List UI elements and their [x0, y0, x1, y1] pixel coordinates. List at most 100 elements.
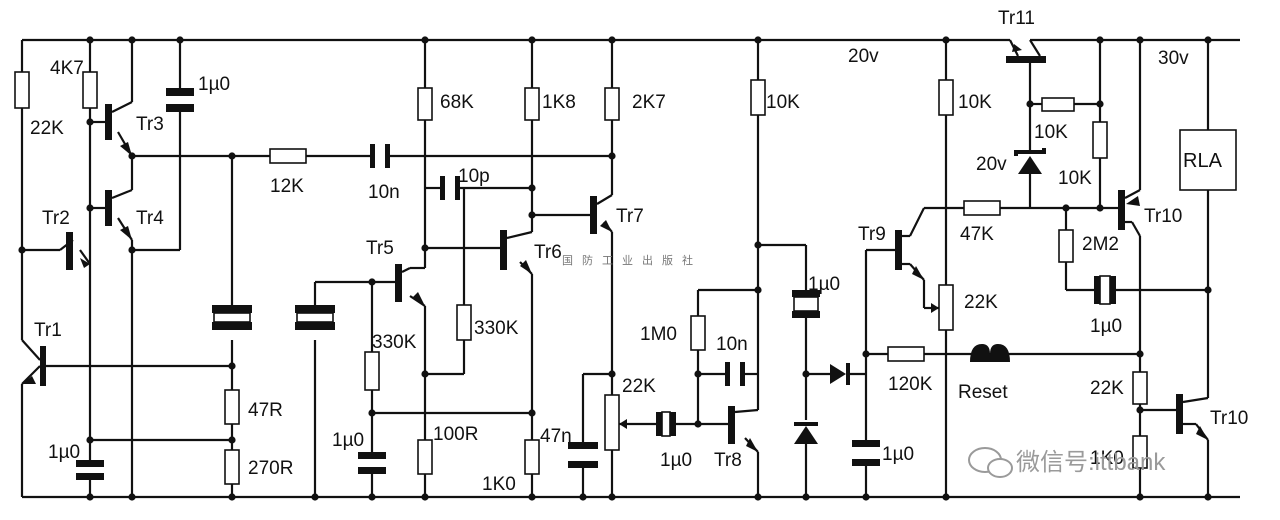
label-r-2m2: 2M2	[1082, 234, 1119, 255]
label-r-22k-b: 22K	[964, 292, 998, 313]
label-r-22k-c: 22K	[1090, 378, 1124, 399]
reset-switch[interactable]	[970, 344, 1010, 362]
potentiometer-wipers	[619, 300, 939, 429]
label-c-10n-a: 10n	[368, 182, 400, 203]
resistor-1k8	[524, 87, 540, 121]
resistor-2m2	[1058, 229, 1074, 263]
transistor-tr1	[40, 346, 46, 386]
transistor-tr6	[500, 230, 507, 270]
label-r-270r: 270R	[248, 458, 293, 479]
label-r-330k-b: 330K	[372, 332, 417, 353]
resistor-100r	[417, 439, 433, 475]
label-tr1: Tr1	[34, 320, 62, 341]
resistor-1k0-b	[1132, 435, 1148, 469]
watermark-publisher: 国防工业出版社	[562, 253, 702, 267]
label-r-68k: 68K	[440, 92, 474, 113]
resistor-12k	[269, 148, 307, 164]
resistor-10k-d	[1092, 121, 1108, 159]
resistor-22k-right	[1132, 371, 1148, 405]
wechat-watermark: 微信号:ittbank	[1016, 449, 1166, 476]
resistors	[14, 71, 1148, 485]
relay-rla	[1179, 129, 1237, 191]
resistor-330k-a	[456, 304, 472, 341]
label-r-47k: 47K	[960, 224, 994, 245]
transistor-tr10-lower	[1176, 394, 1183, 434]
resistor-22k-pot-right	[938, 284, 954, 331]
label-tr5: Tr5	[366, 238, 394, 259]
label-tr2: Tr2	[42, 208, 70, 229]
label-tr3: Tr3	[136, 114, 164, 135]
label-r-22k-a: 22K	[30, 118, 64, 139]
label-tr9: Tr9	[858, 224, 886, 245]
transistor-tr2	[66, 232, 73, 270]
label-r-1k0-b: 1K0	[1090, 448, 1124, 469]
label-tr8: Tr8	[714, 450, 742, 471]
label-c-47n: 47n	[540, 426, 572, 447]
label-c-1u0-b: 1µ0	[48, 442, 80, 463]
transistor-tr9	[895, 230, 902, 270]
label-r-10k-a: 10K	[766, 92, 800, 113]
label-r-1m0: 1M0	[640, 324, 677, 345]
label-reset: Reset	[958, 382, 1008, 403]
capacitors	[76, 88, 1116, 480]
wechat-icon	[968, 447, 1013, 478]
transistors	[22, 39, 1209, 452]
label-r-47r: 47R	[248, 400, 283, 421]
label-c-1u0-f: 1µ0	[882, 444, 914, 465]
resistor-47r	[224, 389, 240, 425]
label-r-120k: 120K	[888, 374, 933, 395]
label-r-10k-d: 10K	[1058, 168, 1092, 189]
label-tr6: Tr6	[534, 242, 562, 263]
diode-horizontal	[830, 364, 846, 384]
resistor-2k7	[604, 87, 620, 121]
diodes	[794, 148, 1046, 444]
label-r-12k: 12K	[270, 176, 304, 197]
label-tr10-lower: Tr10	[1210, 408, 1248, 429]
label-supply-30v: 30v	[1158, 48, 1189, 69]
label-r-10k-c: 10K	[1034, 122, 1068, 143]
resistor-1k0-a	[524, 439, 540, 475]
label-c-10p: 10p	[458, 166, 490, 187]
label-c-1u0-g: 1µ0	[1090, 316, 1122, 337]
label-zener-20v: 20v	[976, 154, 1007, 175]
label-r-1k8: 1K8	[542, 92, 576, 113]
resistor-10k-b	[938, 79, 954, 116]
label-r-1k0-a: 1K0	[482, 474, 516, 495]
transistor-tr4	[105, 190, 112, 226]
resistor-4k7-left	[14, 71, 30, 109]
transistor-tr5	[395, 264, 402, 302]
transistor-tr8	[728, 406, 735, 444]
resistor-22k-pot-left	[604, 394, 620, 451]
resistor-22k-left	[82, 71, 98, 109]
label-tr11: Tr11	[998, 8, 1035, 29]
resistor-120k	[887, 346, 925, 362]
label-r-330k-a: 330K	[474, 318, 519, 339]
diode-vertical	[794, 426, 818, 444]
label-r-4k7: 4K7	[50, 58, 84, 79]
label-r-2k7: 2K7	[632, 92, 666, 113]
label-tr4: Tr4	[136, 208, 164, 229]
label-supply-20v: 20v	[848, 46, 879, 67]
label-r-10k-b: 10K	[958, 92, 992, 113]
resistor-47k	[963, 200, 1001, 216]
label-r-100r: 100R	[433, 424, 478, 445]
transistor-tr7	[590, 196, 597, 234]
watermarks: 国防工业出版社 微信号:ittbank	[562, 253, 1166, 478]
label-r-22k-pot: 22K	[622, 376, 656, 397]
resistor-1m0	[690, 315, 706, 351]
zener-diode	[1018, 156, 1042, 174]
resistor-270r	[224, 449, 240, 485]
label-c-1u0-c: 1µ0	[332, 430, 364, 451]
transistor-tr3	[105, 104, 112, 140]
label-c-1u0-d: 1µ0	[660, 450, 692, 471]
resistor-68k	[417, 87, 433, 121]
resistor-330k-b	[364, 351, 380, 391]
label-tr7: Tr7	[616, 206, 644, 227]
label-relay-rla: RLA	[1183, 150, 1223, 172]
label-c-1u0-e: 1µ0	[808, 274, 840, 295]
label-c-10n-b: 10n	[716, 334, 748, 355]
labels: 20v 30v 4K7 22K 12K 68K 1K8 2K7 10K 10K …	[30, 8, 1248, 495]
resistor-10k-a	[750, 79, 766, 116]
transistor-tr10-upper	[1118, 190, 1125, 230]
